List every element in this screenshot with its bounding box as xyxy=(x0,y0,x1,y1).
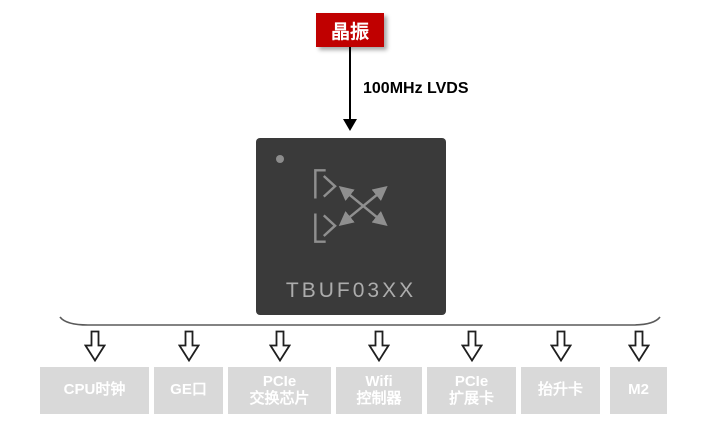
chip-package: TBUF03XX xyxy=(256,138,446,315)
distribution-brace-line xyxy=(59,316,661,326)
down-arrow-icon xyxy=(627,330,650,362)
output-branch-pcie-switch: PCIe 交换芯片 xyxy=(228,330,331,414)
output-branch-ge-port: GE口 xyxy=(154,330,223,414)
signal-arrow-line xyxy=(349,47,351,120)
output-box: PCIe 交换芯片 xyxy=(228,367,331,414)
output-branch-riser-card: 抬升卡 xyxy=(521,330,600,414)
output-branch-pcie-expansion: PCIe 扩展卡 xyxy=(427,330,516,414)
down-arrow-icon xyxy=(368,330,390,362)
output-box: 抬升卡 xyxy=(521,367,600,414)
down-arrow-icon xyxy=(177,330,200,362)
output-box: Wifi 控制器 xyxy=(336,367,422,414)
signal-arrowhead-icon xyxy=(343,119,357,131)
output-box: GE口 xyxy=(154,367,223,414)
down-arrow-icon xyxy=(549,330,572,362)
chip-logo-icon xyxy=(314,169,388,243)
chip-pin1-dot xyxy=(276,155,284,163)
chip-part-number: TBUF03XX xyxy=(285,279,417,302)
output-branch-wifi-controller: Wifi 控制器 xyxy=(336,330,422,414)
down-arrow-icon xyxy=(83,330,106,362)
output-box: CPU时钟 xyxy=(40,367,149,414)
down-arrow-icon xyxy=(460,330,483,362)
output-branch-m2: M2 xyxy=(610,330,667,414)
output-branch-cpu-clock: CPU时钟 xyxy=(40,330,149,414)
oscillator-label: 晶振 xyxy=(330,21,369,43)
down-arrow-icon xyxy=(268,330,291,362)
output-box: M2 xyxy=(610,367,667,414)
signal-label: 100MHz LVDS xyxy=(363,80,469,97)
oscillator-box: 晶振 xyxy=(316,13,384,47)
output-box: PCIe 扩展卡 xyxy=(427,367,516,414)
